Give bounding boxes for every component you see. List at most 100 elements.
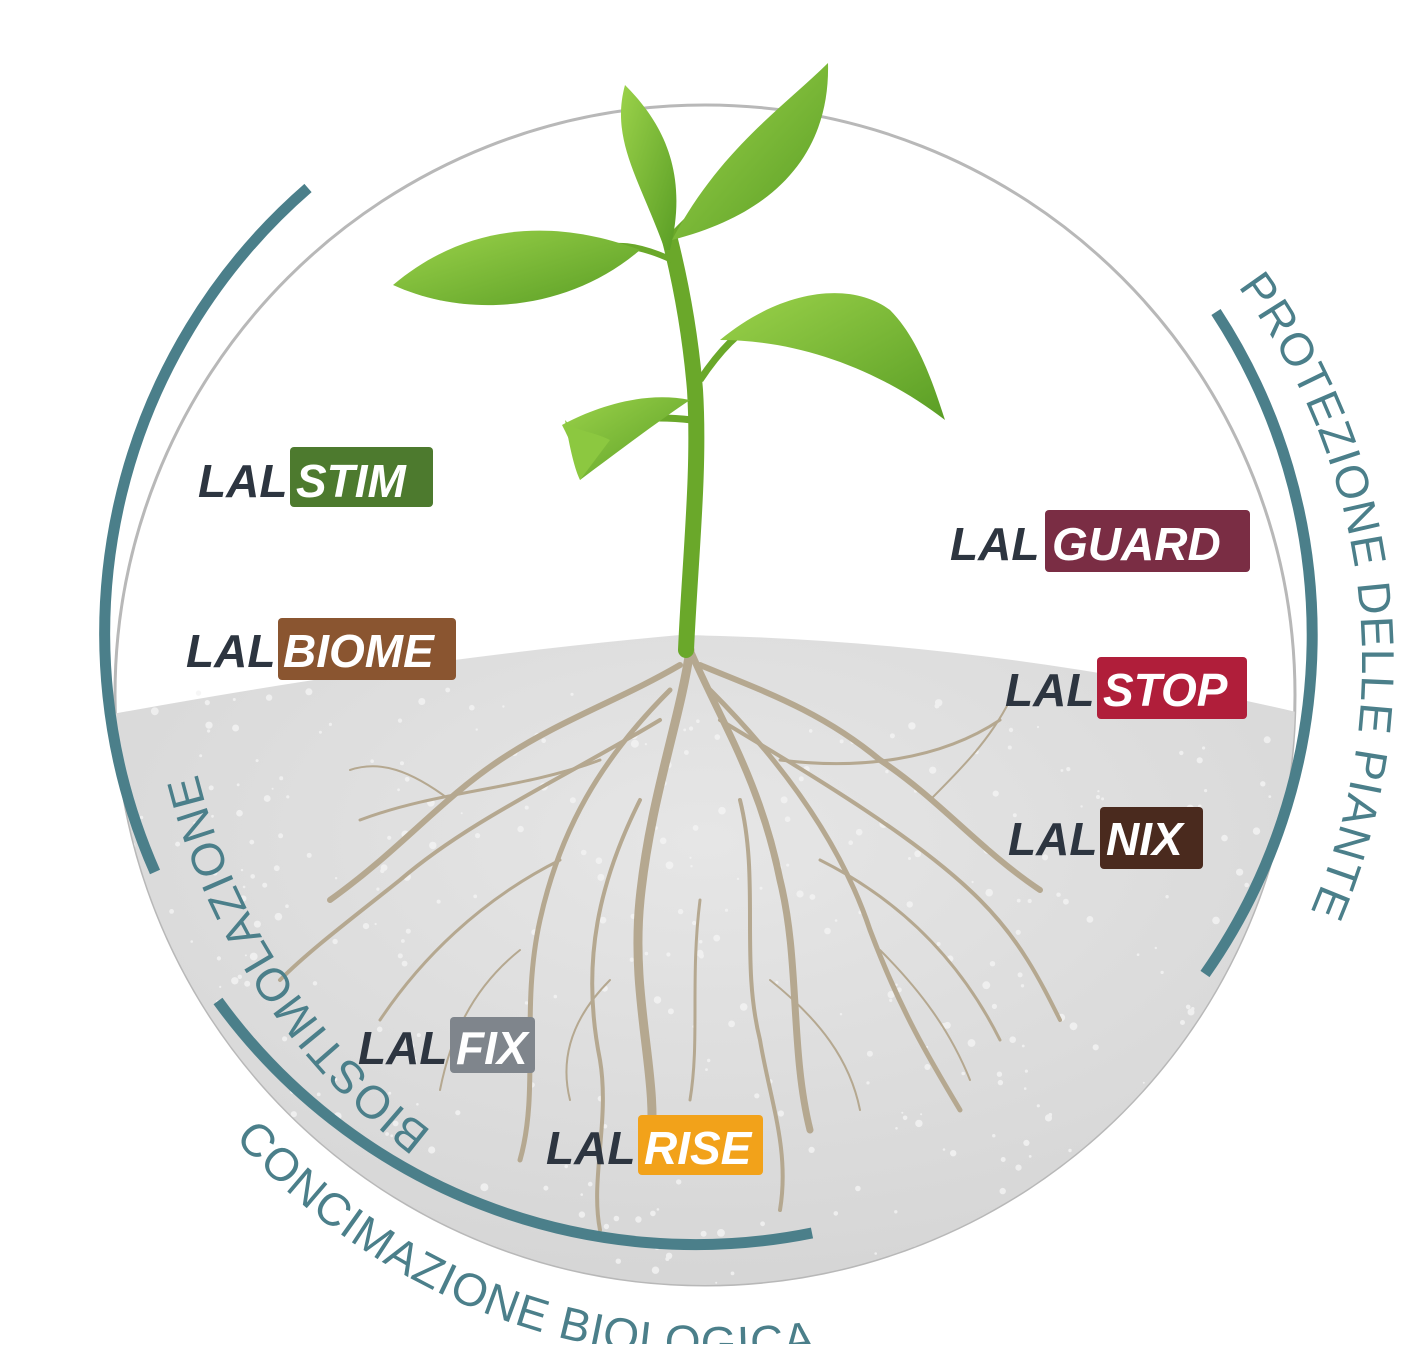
soil-speck [1202,746,1206,750]
soil-speck [855,828,863,836]
soil-speck [333,1077,338,1082]
soil-speck [286,795,290,799]
category-arcs [99,183,1318,1251]
soil-speck [689,726,694,731]
soil-speck [265,694,273,701]
soil-speck [1001,1230,1008,1238]
soil-speck [236,809,243,817]
soil-speck [1023,1139,1030,1146]
soil-speck [707,1058,711,1063]
soil-speck [397,718,403,723]
soil-speck [150,707,159,716]
soil-speck [108,980,113,985]
soil-speck [982,981,991,990]
soil-speck [524,805,529,810]
brand-badge [278,618,456,680]
soil-speck [578,1211,586,1218]
soil-speck [139,815,144,820]
soil-speck [665,861,674,870]
soil-speck [1252,1053,1257,1058]
soil-speck [428,1146,436,1154]
soil-speck [809,894,816,900]
soil-speck [580,849,587,856]
soil-speck [455,1110,461,1116]
soil-speck [328,722,332,727]
soil-speck [936,942,941,946]
brand-lalbiome: LAL BIOME [186,618,456,680]
brand-lalstim: LAL STIM [198,447,433,507]
soil-speck [777,1110,785,1117]
soil-speck [475,833,481,839]
brand-suffix: NIX [1106,813,1185,865]
soil-speck [714,734,721,740]
soil-speck [240,895,247,902]
soil-speck [630,739,639,748]
arc-biostimolazione [99,183,312,875]
brand-badge [290,447,433,507]
soil-speck [1009,1036,1016,1043]
soil-speck [117,1141,123,1147]
soil-speck [1028,1155,1032,1158]
brand-lalstop: LAL STOP [1005,657,1247,719]
soil-speck [1160,970,1164,975]
soil-speck [387,835,392,840]
soil-speck [332,938,338,945]
soil-speck [1165,895,1169,899]
brand-prefix: LAL [546,1122,635,1174]
brand-suffix: BIOME [283,625,435,677]
soil-speck [1163,1256,1168,1261]
soil-speck [380,868,385,874]
soil-speck [1279,1078,1286,1084]
soil-speck [397,953,403,959]
soil-speck [502,705,505,708]
soil-speck [215,900,218,903]
soil-speck [934,703,940,709]
soil-speck [212,870,218,876]
soil-speck [967,1039,976,1047]
soil-speck [914,850,922,858]
soil-speck [1244,882,1249,888]
soil-speck [564,1164,568,1169]
soil-speck [713,934,721,942]
soil-speck [1066,767,1071,772]
soil-speck [164,1089,168,1093]
soil-speck [237,1105,245,1113]
soil-speck [1036,1104,1040,1108]
brand-prefix: LAL [186,625,275,677]
soil-speck [193,821,197,825]
soil-speck [724,908,729,912]
soil-speck [126,1151,132,1156]
soil-speck [401,960,408,967]
brand-suffix: STIM [296,455,408,507]
soil-speck [1032,1240,1036,1243]
soil-speck [1154,946,1158,950]
soil-speck [885,769,889,774]
soil-speck [866,1050,873,1057]
soil-speck [553,994,558,999]
soil-speck [1045,1283,1049,1285]
soil-speck [1276,966,1279,969]
soil-speck [242,885,246,889]
arc-concimazione [213,997,814,1251]
soil-speck [644,951,649,956]
soil-speck [894,1210,898,1214]
soil-speck [1203,1263,1206,1266]
brand-prefix: LAL [950,518,1039,570]
soil-speck [200,1214,207,1221]
brand-suffix: STOP [1103,664,1228,716]
soil-speck [220,1041,225,1046]
brand-prefix: LAL [358,1022,447,1074]
soil-speck [1237,1046,1241,1049]
soil-speck [405,928,411,934]
soil-speck [996,1071,1003,1077]
soil-speck [1020,984,1025,988]
soil-speck [587,1181,593,1187]
soil-speck [629,957,634,962]
soil-speck [1097,790,1100,793]
soil-speck [1290,1195,1295,1203]
brand-prefix: LAL [1008,813,1097,865]
soil-speck [135,1186,140,1191]
brand-prefix: LAL [198,455,287,507]
soil-speck [1112,1171,1120,1179]
soil-speck [469,704,475,711]
